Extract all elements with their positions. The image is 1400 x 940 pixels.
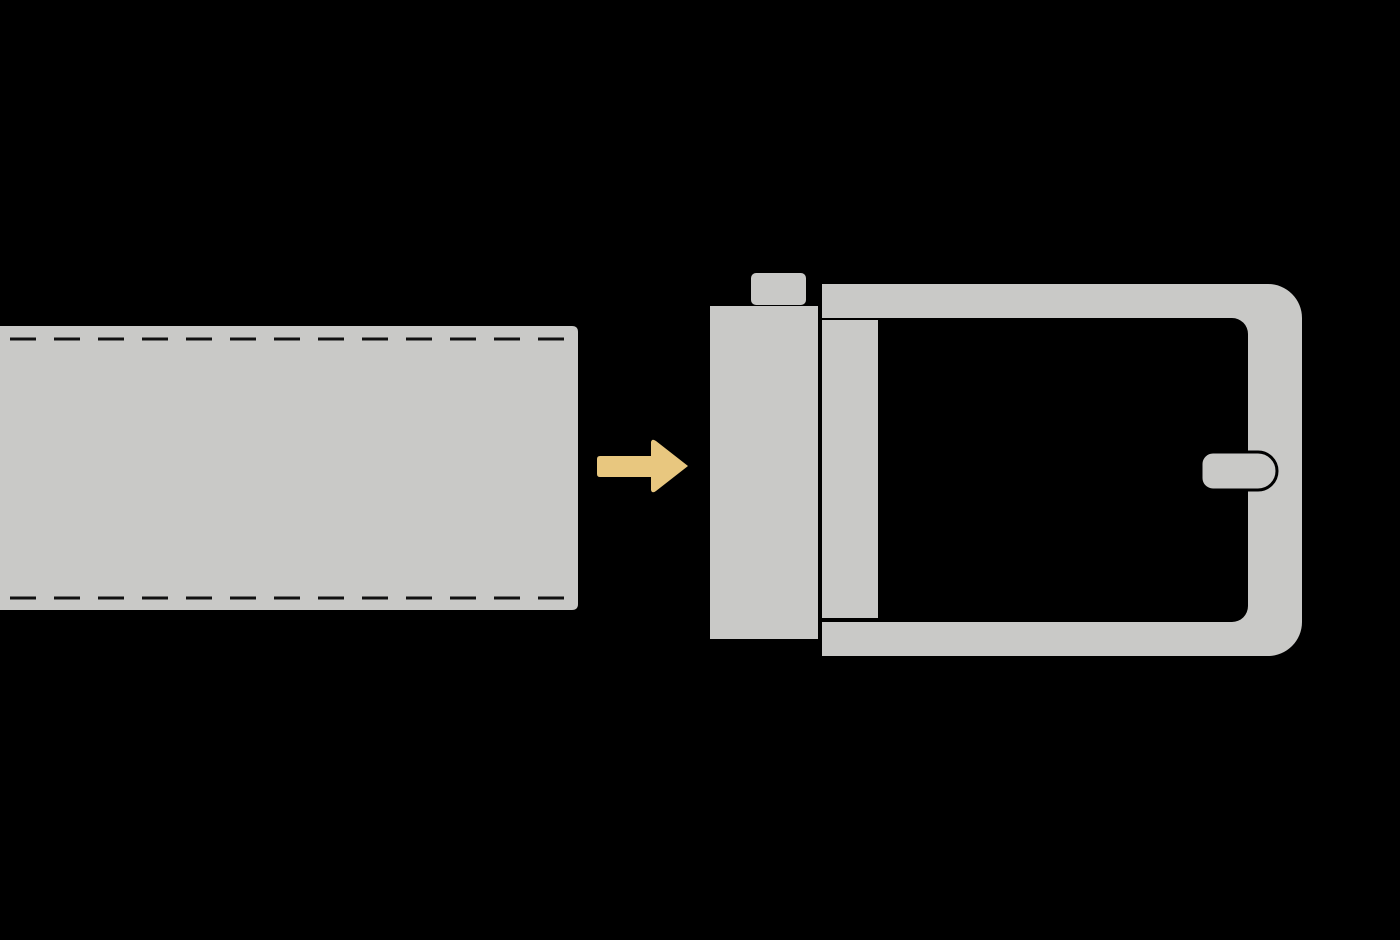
belt-strap	[0, 326, 578, 610]
buckle-frame	[822, 284, 1302, 656]
arrow-right-icon	[597, 439, 688, 493]
belt-strap-icon	[0, 326, 578, 610]
buckle-bar	[822, 320, 878, 618]
clip-tab	[751, 273, 806, 305]
prong-tip-icon	[1199, 450, 1279, 492]
belt-buckle	[710, 273, 1302, 656]
clamp-block	[710, 306, 818, 639]
